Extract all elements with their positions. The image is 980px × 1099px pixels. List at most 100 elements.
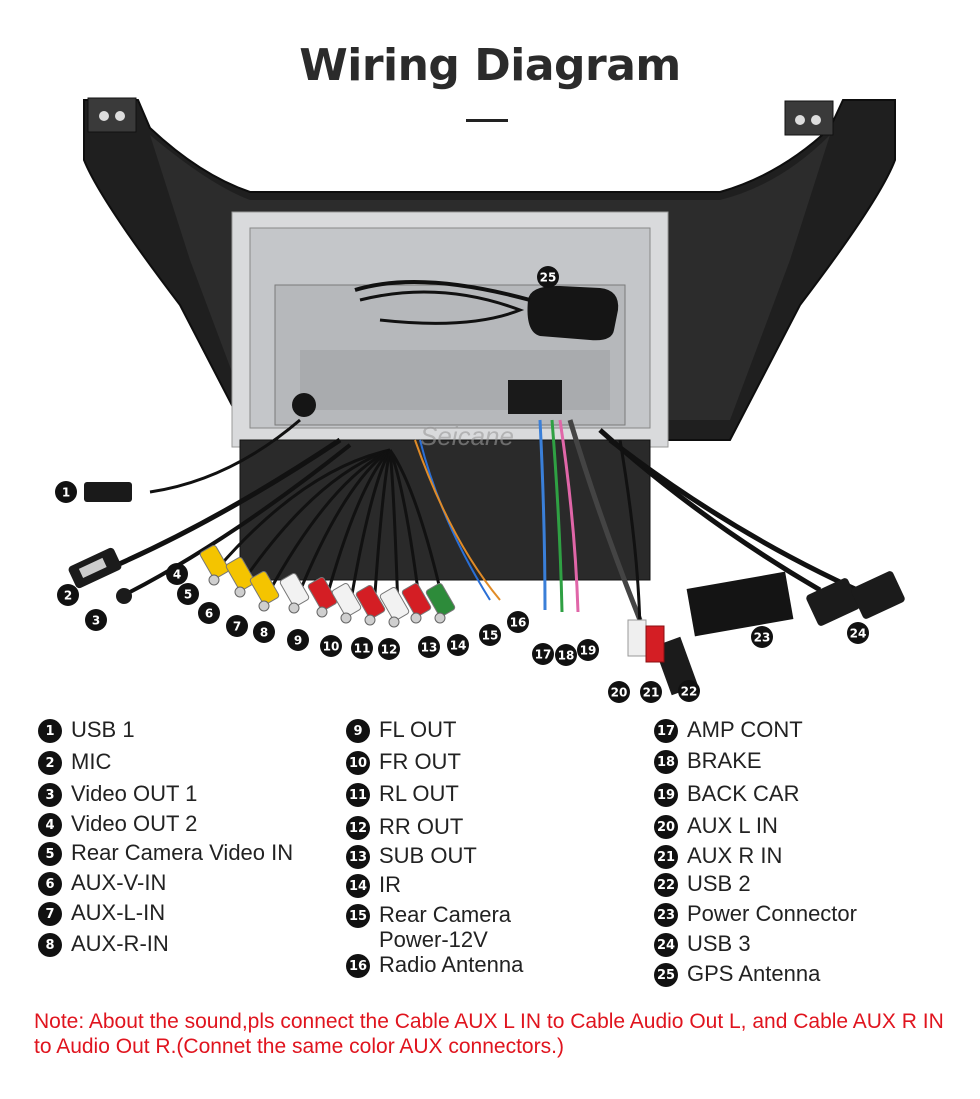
legend-number-badge: 7 (38, 902, 62, 926)
legend-label: AUX L IN (687, 813, 778, 838)
legend-label-line: AUX-L-IN (71, 900, 166, 925)
legend-item-19: 19 BACK CAR (654, 781, 799, 807)
legend-label-line: Radio Antenna (379, 952, 524, 977)
callout-marker-9: 9 (287, 629, 309, 651)
legend-label-line: AUX-R-IN (71, 931, 169, 956)
callout-marker-number: 25 (540, 271, 557, 285)
callout-marker-number: 3 (92, 614, 100, 628)
aux-r-in-plug (645, 625, 665, 663)
legend-item-13: 13 SUB OUT (346, 843, 477, 869)
legend-label-line: RL OUT (379, 781, 459, 806)
legend-label-line: AUX L IN (687, 813, 778, 838)
legend-item-7: 7 AUX-L-IN (38, 900, 165, 926)
legend-item-14: 14 IR (346, 872, 401, 898)
callout-marker-19: 19 (577, 639, 599, 661)
rca-plug-3 (249, 571, 280, 605)
callout-marker-number: 9 (294, 634, 302, 648)
legend-label-line: USB 1 (71, 717, 135, 742)
rca-plug-2 (225, 557, 256, 591)
callout-marker-number: 21 (643, 686, 660, 700)
legend-item-16: 16 Radio Antenna (346, 952, 523, 978)
legend-number-badge: 8 (38, 933, 62, 957)
legend-label: SUB OUT (379, 843, 477, 868)
main-harness-socket (508, 380, 562, 414)
legend-label: FL OUT (379, 717, 456, 742)
callout-marker-23: 23 (751, 626, 773, 648)
legend-label-line: USB 3 (687, 931, 751, 956)
rca-plug-5 (307, 577, 338, 611)
callout-marker-4: 4 (166, 563, 188, 585)
legend-number-badge: 25 (654, 963, 678, 987)
legend-label-line: BACK CAR (687, 781, 800, 806)
legend-number-badge: 13 (346, 845, 370, 869)
gps-antenna (527, 285, 619, 341)
legend-number-badge: 16 (346, 954, 370, 978)
legend-label: Radio Antenna (379, 952, 523, 977)
callout-marker-16: 16 (507, 611, 529, 633)
callout-marker-number: 10 (323, 640, 340, 654)
legend-label: BACK CAR (687, 781, 799, 806)
legend-number-badge: 20 (654, 815, 678, 839)
callout-marker-8: 8 (253, 621, 275, 643)
callout-marker-number: 12 (381, 643, 398, 657)
legend-item-20: 20 AUX L IN (654, 813, 778, 839)
aux-l-in-plug (627, 619, 647, 657)
callout-marker-number: 18 (558, 649, 575, 663)
callout-marker-21: 21 (640, 681, 662, 703)
legend-label-line: IR (379, 872, 401, 897)
callout-marker-number: 24 (850, 627, 867, 641)
callout-marker-13: 13 (418, 636, 440, 658)
callout-marker-2: 2 (57, 584, 79, 606)
legend-label: GPS Antenna (687, 961, 820, 986)
legend-label-line: Power Connector (687, 901, 857, 926)
legend-label-line: FL OUT (379, 717, 457, 742)
legend-number-badge: 1 (38, 719, 62, 743)
legend-item-25: 25 GPS Antenna (654, 961, 820, 987)
legend-number-badge: 19 (654, 783, 678, 807)
legend-label-line: FR OUT (379, 749, 461, 774)
legend-number-badge: 12 (346, 816, 370, 840)
legend-label: AUX-V-IN (71, 870, 166, 895)
callout-marker-5: 5 (177, 583, 199, 605)
callout-marker-15: 15 (479, 624, 501, 646)
callout-marker-number: 6 (205, 607, 213, 621)
legend-label: AUX-L-IN (71, 900, 165, 925)
callout-marker-10: 10 (320, 635, 342, 657)
page-title: Wiring Diagram (299, 40, 681, 91)
legend-label-line-2: Power-12V (379, 927, 488, 952)
legend-number-badge: 2 (38, 751, 62, 775)
power-connector (686, 571, 794, 637)
callout-marker-number: 16 (510, 616, 527, 630)
callout-marker-24: 24 (847, 622, 869, 644)
callout-marker-6: 6 (198, 602, 220, 624)
rca-plug-6 (331, 583, 362, 617)
legend-label-line: GPS Antenna (687, 961, 821, 986)
legend-label: BRAKE (687, 748, 762, 773)
legend-number-badge: 14 (346, 874, 370, 898)
legend-number-badge: 21 (654, 845, 678, 869)
callout-marker-number: 23 (754, 631, 771, 645)
callout-marker-number: 2 (64, 589, 72, 603)
rca-plug-9 (401, 583, 432, 617)
callout-marker-number: 22 (681, 685, 698, 699)
callout-marker-number: 15 (482, 629, 499, 643)
legend-label: AMP CONT (687, 717, 803, 742)
legend-label: Power Connector (687, 901, 857, 926)
legend-label: MIC (71, 749, 111, 774)
mic-plug (116, 588, 132, 604)
legend-number-badge: 15 (346, 904, 370, 928)
legend-label-line: USB 2 (687, 871, 751, 896)
title-underline (466, 119, 508, 122)
callout-marker-11: 11 (351, 637, 373, 659)
legend-label: IR (379, 872, 401, 897)
callout-marker-number: 1 (62, 486, 70, 500)
legend-number-badge: 4 (38, 813, 62, 837)
legend-label-line: Video OUT 1 (71, 781, 198, 806)
